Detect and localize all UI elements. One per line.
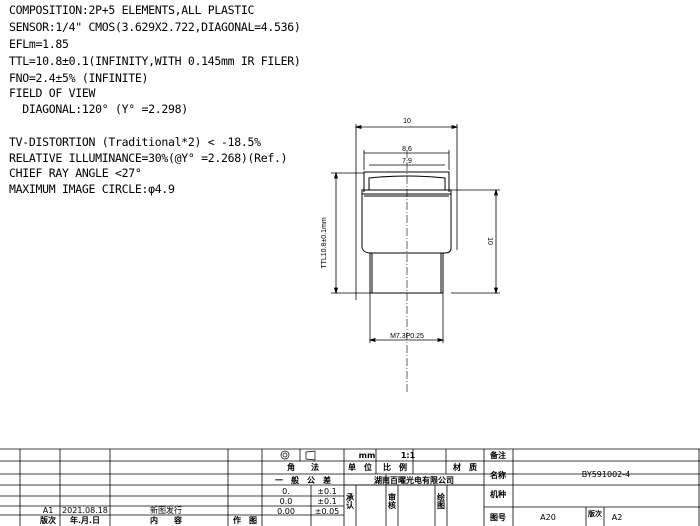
spec-relative-illuminance: RELATIVE ILLUMINANCE=30%(@Y° =2.268)(Ref… (9, 151, 288, 165)
dim-line-thread (368, 293, 445, 343)
company-name: 湖南百曜光电有限公司 (374, 475, 454, 485)
rev-date: 2021.08.18 (62, 506, 108, 515)
part-label: 机种 (490, 489, 506, 499)
dim-79-label: 7.9 (402, 158, 412, 165)
tol-row-1-a: 0. (282, 487, 290, 496)
approve-label: 承认 (345, 493, 355, 510)
lens-barrel (361, 171, 452, 294)
scale-header: 比 例 (383, 462, 407, 472)
spec-efl: EFLm=1.85 (9, 37, 69, 51)
dim-right-label: 10 (486, 237, 493, 245)
tol-row-3-b: ±0.05 (315, 507, 340, 516)
rev-author-header: 作 图 (233, 515, 257, 525)
spec-chief-ray-angle: CHIEF RAY ANGLE <27° (9, 166, 142, 180)
rev-content-header: 内 容 (150, 515, 182, 525)
rev-content: 新图发行 (150, 505, 182, 515)
dim-line-top (354, 124, 459, 300)
tol-row-2-b: ±0.1 (317, 497, 336, 506)
scale-value: 1:1 (401, 451, 416, 460)
tolerance-header: 一 般 公 差 (275, 475, 331, 485)
rev-date-header: 年.月.日 (70, 515, 100, 525)
title-block-grid (0, 448, 700, 526)
spec-tv-distortion: TV-DISTORTION (Traditional*2) < -18.5% (9, 135, 261, 149)
rev-version-header: 版次 (39, 515, 56, 525)
dim-thread-label: M7.3P0.25 (390, 333, 424, 340)
angle-header: 角 法 (287, 462, 319, 472)
dim-line-86 (363, 150, 450, 170)
version-label: 版次 (588, 509, 602, 518)
dim-top-label: 10 (403, 118, 411, 125)
draw-label: 绘图 (437, 492, 446, 510)
dim-line-ttl (331, 171, 370, 295)
name-label: 名称 (490, 470, 506, 480)
projection-symbol-icon (280, 450, 316, 461)
review-label: 审核 (388, 492, 397, 510)
spec-fno: FNO=2.4±5% (INFINITE) (9, 71, 149, 85)
spec-composition: COMPOSITION:2P+5 ELEMENTS,ALL PLASTIC (9, 3, 255, 17)
unit-header: 单 位 (348, 462, 372, 472)
dim-line-right (451, 188, 500, 295)
drawno-value: A20 (540, 513, 556, 522)
version-value: A2 (612, 513, 623, 522)
remark-label: 备注 (489, 450, 506, 460)
tol-row-1-b: ±0.1 (317, 487, 336, 496)
unit-value: mm (359, 451, 376, 460)
spec-fov-diagonal: DIAGONAL:120° (Y° =2.298) (9, 102, 188, 116)
spec-sensor: SENSOR:1/4" CMOS(3.629X2.722,DIAGONAL=4.… (9, 20, 301, 34)
dim-86-label: 8.6 (402, 146, 412, 153)
dim-ttl-label: TTL10.8±0.1mm (321, 217, 328, 268)
tol-row-3-a: 0.00 (277, 507, 295, 516)
drawno-label: 图号 (490, 513, 506, 522)
spec-image-circle: MAXIMUM IMAGE CIRCLE:φ4.9 (9, 182, 175, 196)
spec-ttl: TTL=10.8±0.1(INFINITY,WITH 0.145mm IR FI… (9, 54, 301, 68)
tol-row-2-a: 0.0 (280, 497, 293, 506)
material-header: 材 质 (453, 462, 477, 472)
name-value: BY591002-4 (582, 470, 630, 479)
rev-version: A1 (43, 506, 54, 515)
spec-fov-title: FIELD OF VIEW (9, 86, 96, 100)
